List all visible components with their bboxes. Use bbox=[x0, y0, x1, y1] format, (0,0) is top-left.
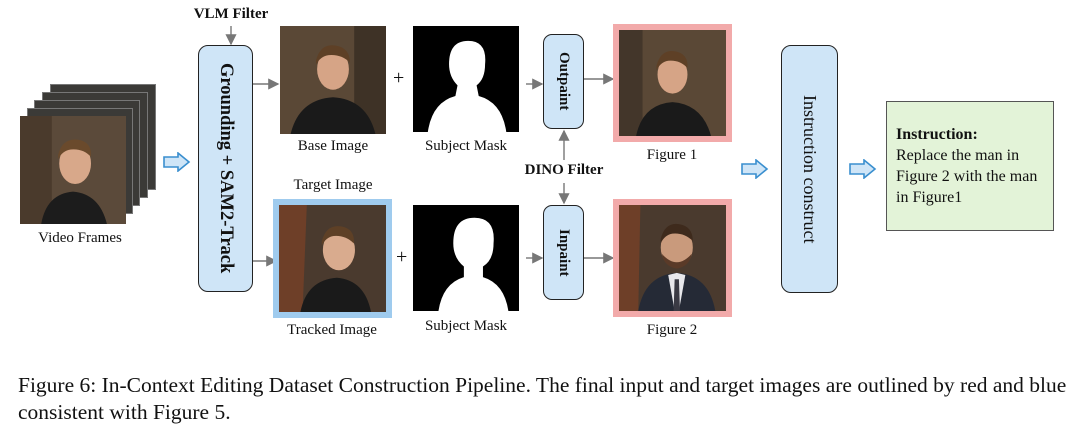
subject-mask-silhouette bbox=[413, 205, 519, 311]
instruction-box: Instruction: Replace the man in Figure 2… bbox=[886, 101, 1054, 231]
subject-mask-bottom-label: Subject Mask bbox=[424, 318, 508, 334]
outpaint-stage: Outpaint bbox=[543, 34, 584, 129]
video-frames-label: Video Frames bbox=[38, 230, 122, 246]
base-image-photo bbox=[280, 26, 386, 134]
base-image-label: Base Image bbox=[297, 138, 369, 154]
plus-sign: + bbox=[396, 246, 408, 268]
outpaint-label: Outpaint bbox=[556, 52, 572, 111]
figure2-label: Figure 2 bbox=[646, 322, 698, 338]
man-in-suit-photo bbox=[613, 199, 732, 317]
subject-mask-silhouette bbox=[413, 26, 519, 132]
tracked-image-label: Tracked Image bbox=[287, 322, 377, 338]
target-image-label: Target Image bbox=[293, 177, 373, 193]
subject-mask-top-label: Subject Mask bbox=[424, 138, 508, 154]
block-arrow-right-icon bbox=[163, 152, 191, 172]
block-arrow-right-icon bbox=[741, 159, 769, 179]
inpaint-label: Inpaint bbox=[556, 228, 572, 277]
figure-caption: Figure 6: In-Context Editing Dataset Con… bbox=[18, 373, 1067, 424]
grounding-sam2-track-stage: Grounding + SAM2-Track bbox=[198, 45, 253, 292]
plus-sign: + bbox=[393, 67, 405, 89]
inpaint-stage: Inpaint bbox=[543, 205, 584, 300]
instruction-heading: Instruction: bbox=[896, 126, 978, 143]
vlm-filter-label: VLM Filter bbox=[193, 6, 269, 22]
instruction-construct-stage: Instruction construct bbox=[781, 45, 838, 293]
grounding-stage-label: Grounding + SAM2-Track bbox=[216, 63, 236, 274]
figure1-label: Figure 1 bbox=[646, 147, 698, 163]
block-arrow-right-icon bbox=[849, 159, 877, 179]
instruction-construct-label: Instruction construct bbox=[800, 94, 820, 244]
instruction-text: Replace the man in Figure 2 with the man… bbox=[896, 147, 1038, 206]
video-frame-photo bbox=[20, 116, 126, 224]
dino-filter-label: DINO Filter bbox=[524, 162, 604, 178]
video-frames-stack bbox=[20, 84, 160, 224]
figure1-photo bbox=[613, 24, 732, 142]
tracked-image-photo bbox=[273, 199, 392, 318]
